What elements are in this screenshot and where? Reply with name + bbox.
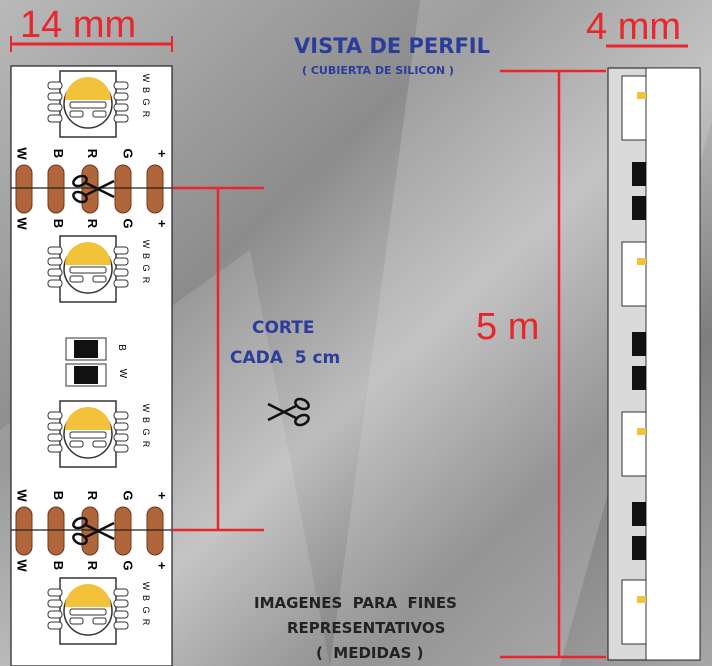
length-label: 5 m [476, 306, 540, 348]
led-chip-1 [47, 70, 129, 138]
note-line1: IMAGENES PARA FINES [254, 594, 457, 612]
pad-label: B [50, 148, 66, 159]
scissors-icon [266, 395, 312, 429]
led-pin-labels-1: W B G R [138, 72, 152, 120]
pad-label: B [50, 560, 66, 571]
pin-label: R [141, 618, 151, 626]
length-dimension [500, 69, 606, 659]
pad-label: R [85, 560, 101, 571]
led-pin-labels-2: W B G R [138, 238, 152, 286]
pad-label: + [154, 491, 170, 500]
resistor-label-b: B [115, 344, 127, 351]
cut-dimension [173, 186, 264, 532]
pad-label: R [85, 148, 101, 159]
width-label: 14 mm [20, 4, 137, 46]
pad-label: B [50, 218, 66, 229]
pad-labels-top-above: W B R G + [14, 146, 170, 161]
pad-label: + [154, 219, 170, 228]
profile-view [607, 67, 701, 661]
pin-label: R [141, 110, 151, 118]
led-chip-4 [47, 577, 129, 645]
pad-labels-top-below: W B R G + [14, 216, 170, 231]
cut-pads-bottom [11, 506, 172, 556]
profile-subtitle: ( CUBIERTA DE SILICON ) [302, 64, 454, 77]
pad-label: W [14, 217, 30, 230]
pad-label: G [120, 218, 136, 229]
cut-label-line2: CADA 5 cm [230, 348, 341, 368]
pad-label: W [14, 559, 30, 572]
led-pin-labels-3: W B G R [138, 402, 152, 450]
pad-label: W [14, 147, 30, 160]
pad-label: R [85, 490, 101, 501]
pad-label: B [50, 490, 66, 501]
led-chip-2 [47, 235, 129, 303]
pad-labels-bottom-below: W B R G + [14, 558, 170, 573]
resistors [65, 337, 107, 387]
pad-label: G [120, 148, 136, 159]
pad-label: G [120, 490, 136, 501]
led-chip-3 [47, 400, 129, 468]
note-line2: REPRESENTATIVOS [287, 619, 446, 637]
pin-label: R [141, 440, 151, 448]
note-line3: ( MEDIDAS ) [316, 644, 424, 662]
pad-labels-bottom-above: W B R G + [14, 488, 170, 503]
led-pin-labels-4: W B G R [138, 580, 152, 628]
pad-label: W [14, 489, 30, 502]
pin-label: R [141, 276, 151, 284]
profile-title: VISTA DE PERFIL [294, 34, 490, 58]
width-dimension [10, 36, 173, 52]
pad-label: + [154, 561, 170, 570]
cut-pads-top [11, 164, 172, 214]
pad-label: G [120, 560, 136, 571]
cut-label-line1: CORTE [252, 318, 315, 338]
resistor-label-w: W [117, 368, 129, 379]
pad-label: + [154, 149, 170, 158]
pad-label: R [85, 218, 101, 229]
thickness-label: 4 mm [586, 6, 681, 48]
